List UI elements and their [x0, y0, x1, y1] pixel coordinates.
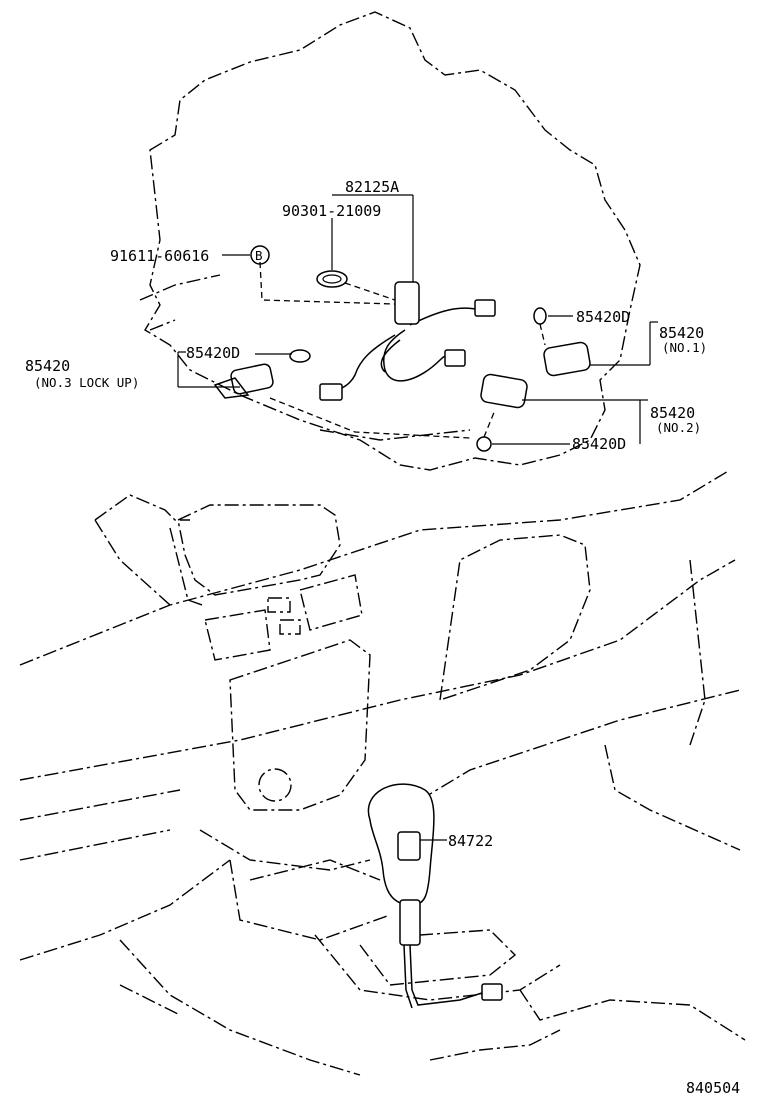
label-85420d-left: 85420D: [186, 344, 240, 362]
harness-connector-right: [474, 299, 496, 317]
label-85420-lockup-note: (NO.3 LOCK UP): [34, 375, 139, 390]
label-85420-no1: 85420: [659, 324, 704, 342]
wire-harness: [319, 281, 496, 401]
solenoid-no3-lockup: [213, 349, 311, 399]
part-labels: 82125A 90301-21009 91611-60616 B 85420 (…: [25, 178, 740, 1097]
label-85420d-no1: 85420D: [576, 308, 630, 326]
gasket-oval: [316, 270, 348, 288]
label-85420d-no2: 85420D: [572, 435, 626, 453]
shift-lock-switch: [397, 831, 421, 861]
console-outline: [19, 469, 746, 1076]
figure-number: 840504: [686, 1079, 740, 1097]
leader-lines-upper: [177, 194, 658, 445]
label-91611-60616: 91611-60616: [110, 247, 209, 265]
o-ring-left: [289, 349, 311, 363]
shift-connector: [481, 983, 503, 1001]
label-84722: 84722: [448, 832, 493, 850]
harness-connector-mid: [444, 349, 466, 367]
o-ring-no1: [533, 307, 547, 325]
harness-connector-main: [394, 281, 420, 325]
o-ring-no2: [476, 436, 492, 452]
transmission-outline: [139, 11, 641, 471]
harness-connector-left: [319, 383, 343, 401]
label-85420-no2: 85420: [650, 404, 695, 422]
solenoid-no2: [476, 373, 528, 452]
label-82125a: 82125A: [345, 178, 399, 196]
label-85420-no1-note: (NO.1): [662, 340, 707, 355]
label-85420-lockup: 85420: [25, 357, 70, 375]
label-85420-no2-note: (NO.2): [656, 420, 701, 435]
label-b-marker: B: [255, 248, 263, 263]
solenoid-no1: [533, 307, 591, 377]
label-90301-21009: 90301-21009: [282, 202, 381, 220]
shift-lever: [367, 783, 503, 1009]
